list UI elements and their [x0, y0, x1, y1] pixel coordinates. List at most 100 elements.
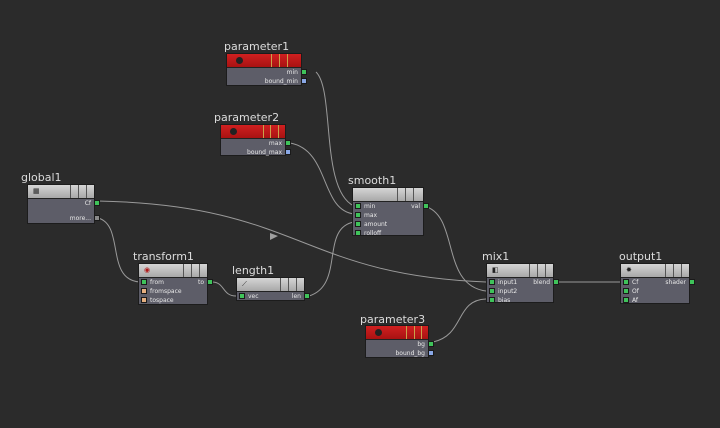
output-port-connector[interactable] — [94, 200, 100, 206]
port-row: input2 — [487, 287, 553, 296]
port-label: from — [150, 279, 164, 286]
output-port-connector[interactable] — [689, 279, 695, 285]
node-length1[interactable]: ⟋ vec len — [236, 277, 310, 301]
node-title-parameter1: parameter1 — [224, 40, 290, 53]
node-title-mix1: mix1 — [482, 250, 510, 263]
input-port-connector[interactable] — [355, 212, 361, 218]
node-header[interactable]: ◉ — [139, 264, 207, 278]
input-port-connector[interactable] — [355, 230, 361, 236]
output-port-connector[interactable] — [304, 293, 310, 299]
node-mix1[interactable]: ◧ input1 blend input2 bias — [486, 263, 559, 305]
node-header[interactable] — [227, 54, 301, 68]
node-global1[interactable]: ▦ Cf more... — [27, 184, 100, 224]
wire-length1-len-to-smooth1-amount — [308, 221, 355, 297]
node-header[interactable] — [221, 125, 285, 139]
output-port-connector[interactable] — [285, 149, 291, 155]
port-label: to — [197, 279, 204, 286]
node-title-smooth1: smooth1 — [348, 174, 397, 187]
port-label: min — [364, 203, 376, 210]
port-label: input1 — [498, 279, 518, 286]
port-label: max — [268, 140, 282, 147]
input-port-connector[interactable] — [355, 221, 361, 227]
node-parameter1[interactable]: min bound_min — [226, 53, 307, 86]
transform-icon: ◉ — [144, 266, 151, 274]
input-port-connector[interactable] — [489, 297, 495, 303]
input-port-connector[interactable] — [239, 293, 245, 299]
output-port-connector[interactable] — [423, 203, 429, 209]
port-label: Af — [632, 297, 639, 304]
node-parameter2[interactable]: max bound_max — [220, 124, 291, 156]
input-port-connector[interactable] — [623, 288, 629, 294]
port-row: rolloff — [353, 229, 423, 238]
port-label: bias — [498, 297, 511, 304]
port-label: amount — [364, 221, 388, 228]
output-port-connector[interactable] — [285, 140, 291, 146]
port-row: bias — [487, 296, 553, 305]
port-label: shader — [665, 279, 686, 286]
output-port-row: more... — [28, 214, 100, 223]
parameter-node-icon — [230, 128, 237, 135]
node-title-output1: output1 — [619, 250, 663, 263]
output-port-row: min — [227, 68, 307, 77]
input-port-connector[interactable] — [489, 279, 495, 285]
port-row: Af — [621, 296, 689, 305]
input-port-connector[interactable] — [489, 288, 495, 294]
input-port-connector[interactable] — [623, 297, 629, 303]
port-label: more... — [69, 215, 91, 222]
node-header[interactable]: ⟋ — [237, 278, 304, 292]
output-port-row: bg — [366, 340, 434, 349]
output-port-connector[interactable] — [301, 78, 307, 84]
node-parameter3[interactable]: bg bound_bg — [365, 325, 434, 358]
wire-arrow-icon — [270, 233, 278, 240]
output-port-row: bound_bg — [366, 349, 434, 358]
port-label: Cf — [632, 279, 639, 286]
node-header[interactable]: ▦ — [28, 185, 94, 199]
node-header[interactable] — [353, 188, 423, 202]
input-port-connector[interactable] — [623, 279, 629, 285]
port-label: fromspace — [150, 288, 182, 295]
node-smooth1[interactable]: min val max amount rolloff — [352, 187, 429, 238]
output-port-connector[interactable] — [207, 279, 213, 285]
length-icon: ⟋ — [242, 280, 247, 288]
output-port-row: bound_min — [227, 77, 307, 86]
node-output1[interactable]: ✸ Cf shader Of Af — [620, 263, 695, 305]
port-row: input1 blend — [487, 278, 559, 287]
node-header[interactable]: ✸ — [621, 264, 689, 278]
wire-parameter3-bg-to-mix1-bias — [432, 298, 487, 343]
port-row: tospace — [139, 296, 207, 305]
wire-parameter2-max-to-smooth1-max — [289, 142, 355, 215]
port-label: blend — [533, 279, 550, 286]
input-port-connector[interactable] — [141, 279, 147, 285]
port-row: vec len — [237, 292, 310, 301]
port-label: bound_max — [247, 149, 282, 156]
input-port-connector[interactable] — [141, 288, 147, 294]
port-row: Cf shader — [621, 278, 695, 287]
port-label: Of — [632, 288, 639, 295]
output-port-row: max — [221, 139, 291, 148]
node-header[interactable] — [366, 326, 428, 340]
wire-smooth1-val-to-mix1-input2 — [423, 205, 487, 292]
port-row: Of — [621, 287, 689, 296]
wire-transform1-to-length1-vec — [211, 281, 237, 297]
input-port-connector[interactable] — [355, 203, 361, 209]
output-port-row: Cf — [28, 199, 100, 208]
port-label: bg — [417, 341, 425, 348]
output-port-connector[interactable] — [428, 341, 434, 347]
node-transform1[interactable]: ◉ from to fromspace tospace — [138, 263, 213, 305]
input-port-connector[interactable] — [141, 297, 147, 303]
output-port-connector[interactable] — [94, 215, 100, 221]
node-title-transform1: transform1 — [133, 250, 194, 263]
port-label: val — [411, 203, 420, 210]
node-title-parameter3: parameter3 — [360, 313, 426, 326]
mix-icon: ◧ — [492, 266, 499, 274]
node-title-length1: length1 — [232, 264, 275, 277]
output-shader-icon: ✸ — [626, 266, 632, 274]
output-port-connector[interactable] — [428, 350, 434, 356]
parameter-node-icon — [375, 329, 382, 336]
node-header[interactable]: ◧ — [487, 264, 553, 278]
port-label: bound_bg — [395, 350, 425, 357]
port-label: len — [291, 293, 301, 300]
output-port-connector[interactable] — [301, 69, 307, 75]
output-port-connector[interactable] — [553, 279, 559, 285]
